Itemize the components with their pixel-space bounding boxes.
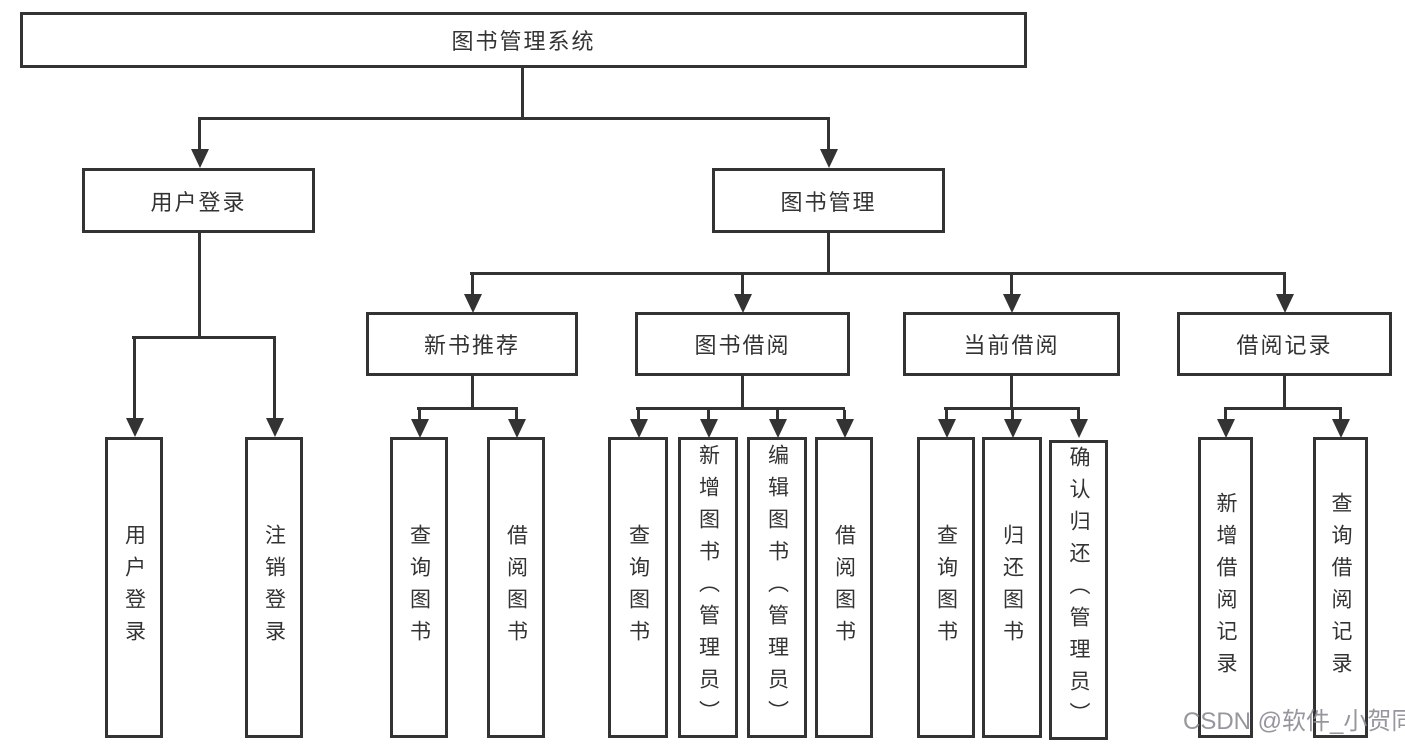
leaf-query-borrow-record: 查询借阅记录 bbox=[1313, 437, 1368, 738]
connector-arrow bbox=[637, 410, 640, 419]
node-root: 图书管理系统 bbox=[20, 12, 1027, 68]
leaf-borrow-books-recommend: 借阅图书 bbox=[487, 437, 545, 738]
leaf-logout: 注销登录 bbox=[245, 437, 303, 738]
node-user-login-label: 用户登录 bbox=[150, 189, 247, 215]
leaf-query-books-current-label: 查询图书 bbox=[934, 523, 958, 652]
node-root-label: 图书管理系统 bbox=[451, 29, 596, 54]
connector-arrow bbox=[471, 275, 474, 294]
connector-arrow bbox=[843, 410, 846, 419]
leaf-borrow-books-recommend-label: 借阅图书 bbox=[504, 523, 528, 652]
node-new-book-recommend-label: 新书推荐 bbox=[423, 333, 520, 358]
connector-line bbox=[198, 117, 830, 120]
connector-line bbox=[417, 407, 518, 410]
node-new-book-recommend: 新书推荐 bbox=[366, 312, 578, 376]
connector-arrow bbox=[827, 120, 830, 149]
leaf-edit-book-admin-label: 编辑图书（管理员） bbox=[765, 443, 789, 732]
watermark: CSDN @软件_小贺同学 bbox=[1183, 708, 1405, 735]
node-user-login: 用户登录 bbox=[82, 168, 315, 233]
leaf-user-login: 用户登录 bbox=[105, 437, 163, 738]
leaf-query-borrow-record-label: 查询借阅记录 bbox=[1329, 491, 1352, 684]
node-book-borrowing: 图书借阅 bbox=[635, 312, 850, 376]
connector-arrow bbox=[198, 120, 201, 149]
leaf-return-book: 归还图书 bbox=[982, 437, 1042, 738]
leaf-borrow-books-borrowing-label: 借阅图书 bbox=[832, 523, 856, 652]
node-borrowing-records: 借阅记录 bbox=[1177, 312, 1392, 376]
connector-arrow bbox=[707, 410, 710, 419]
leaf-query-books-current: 查询图书 bbox=[917, 437, 975, 738]
connector-arrow bbox=[1077, 410, 1080, 419]
connector-line bbox=[521, 66, 524, 119]
node-book-management-label: 图书管理 bbox=[780, 189, 877, 215]
connector-line bbox=[132, 336, 276, 339]
leaf-add-book-admin-label: 新增图书（管理员） bbox=[696, 443, 720, 732]
node-current-borrowing-label: 当前借阅 bbox=[963, 333, 1060, 358]
connector-arrow bbox=[273, 339, 276, 418]
leaf-query-books-recommend: 查询图书 bbox=[390, 437, 448, 738]
connector-arrow bbox=[1011, 410, 1014, 419]
connector-arrow bbox=[515, 410, 518, 419]
connector-line bbox=[198, 231, 201, 338]
leaf-logout-label: 注销登录 bbox=[262, 523, 286, 652]
leaf-confirm-return-admin-label: 确认归还（管理员） bbox=[1067, 446, 1090, 734]
leaf-user-login-label: 用户登录 bbox=[122, 523, 146, 652]
connector-line bbox=[827, 231, 830, 274]
leaf-query-books-recommend-label: 查询图书 bbox=[407, 523, 431, 652]
leaf-add-borrow-record-label: 新增借阅记录 bbox=[1214, 491, 1237, 684]
node-book-management: 图书管理 bbox=[712, 168, 945, 233]
node-book-borrowing-label: 图书借阅 bbox=[694, 333, 791, 358]
connector-arrow bbox=[1339, 410, 1342, 419]
connector-arrow bbox=[776, 410, 779, 419]
connector-arrow bbox=[1283, 275, 1286, 294]
connector-line bbox=[1224, 407, 1342, 410]
leaf-borrow-books-borrowing: 借阅图书 bbox=[815, 437, 873, 738]
connector-line bbox=[636, 407, 845, 410]
leaf-add-borrow-record: 新增借阅记录 bbox=[1198, 437, 1253, 738]
connector-line bbox=[1010, 374, 1013, 409]
connector-line bbox=[470, 272, 1286, 275]
leaf-add-book-admin: 新增图书（管理员） bbox=[678, 437, 738, 738]
node-borrowing-records-label: 借阅记录 bbox=[1236, 333, 1333, 358]
leaf-edit-book-admin: 编辑图书（管理员） bbox=[747, 437, 807, 738]
connector-arrow bbox=[1224, 410, 1227, 419]
leaf-query-books-borrowing-label: 查询图书 bbox=[626, 523, 650, 652]
leaf-return-book-label: 归还图书 bbox=[1000, 523, 1024, 652]
connector-line bbox=[471, 374, 474, 409]
connector-arrow bbox=[133, 339, 136, 418]
connector-line bbox=[944, 407, 1080, 410]
connector-arrow bbox=[741, 275, 744, 294]
leaf-confirm-return-admin: 确认归还（管理员） bbox=[1049, 440, 1108, 740]
connector-arrow bbox=[1010, 275, 1013, 294]
connector-arrow bbox=[418, 410, 421, 419]
leaf-query-books-borrowing: 查询图书 bbox=[608, 437, 668, 738]
connector-arrow bbox=[945, 410, 948, 419]
connector-line bbox=[741, 374, 744, 409]
node-current-borrowing: 当前借阅 bbox=[903, 312, 1120, 376]
connector-line bbox=[1283, 374, 1286, 409]
